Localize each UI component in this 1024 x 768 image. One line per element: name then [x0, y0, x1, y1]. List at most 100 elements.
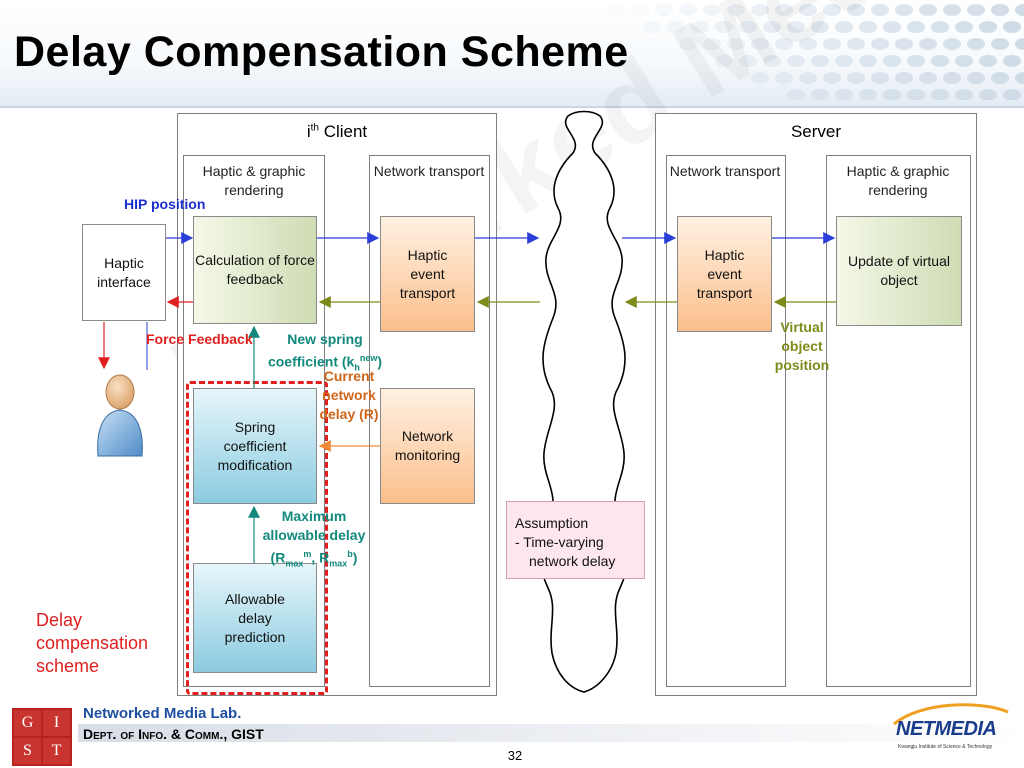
decorative-dot	[955, 55, 973, 67]
decorative-dot	[835, 89, 853, 100]
decorative-dot	[787, 21, 805, 33]
decorative-dot	[1003, 21, 1021, 33]
decorative-dot	[919, 72, 937, 84]
decorative-dot	[787, 55, 805, 67]
decorative-dot	[943, 72, 961, 84]
assumption-line2: network delay	[529, 553, 616, 569]
spring-coefficient-modification-box: Spring coefficient modification	[193, 388, 317, 504]
decorative-dot	[739, 55, 757, 67]
decorative-dot	[679, 4, 697, 16]
decorative-dot	[1015, 4, 1024, 16]
decorative-dot	[871, 4, 889, 16]
current-network-delay-label: Current network delay (R)	[319, 368, 379, 422]
haptic-interface-box: Haptic interface	[82, 224, 166, 321]
gist-logo-g: G	[14, 710, 41, 736]
decorative-dot	[907, 55, 925, 67]
decorative-dot	[751, 72, 769, 84]
decorative-dot	[703, 38, 721, 50]
decorative-dot	[979, 55, 997, 67]
decorative-dot	[631, 4, 649, 16]
decorative-dot	[907, 89, 925, 100]
assumption-title: Assumption	[515, 515, 589, 531]
decorative-dot	[823, 72, 841, 84]
decorative-dot	[859, 55, 877, 67]
decorative-dot	[943, 4, 961, 16]
netmedia-logo: NETMEDIA Kwangju Institute of Science & …	[890, 700, 1014, 760]
decorative-dot	[871, 72, 889, 84]
decorative-dot	[859, 21, 877, 33]
footer-bar	[78, 724, 1024, 742]
decorative-dots	[607, 4, 1024, 100]
footer-lab-name: Networked Media Lab.	[83, 705, 242, 722]
netmedia-logo-subtitle: Kwangju Institute of Science & Technolog…	[898, 744, 993, 750]
maximum-allowable-delay-label: Maximum allowable delay (Rmaxm, Rmaxb)	[262, 508, 366, 569]
gist-logo-s: S	[14, 738, 41, 764]
decorative-dot	[991, 72, 1009, 84]
server-rendering-title: Haptic & graphic rendering	[846, 163, 950, 198]
decorative-dot	[727, 38, 745, 50]
decorative-dot	[811, 55, 829, 67]
decorative-dot	[967, 4, 985, 16]
decorative-dot	[1003, 55, 1021, 67]
decorative-dot	[811, 89, 829, 100]
decorative-dot	[787, 89, 805, 100]
client-rendering-title: Haptic & graphic rendering	[202, 163, 306, 198]
footer-dept: Dept. of Info. & Comm., GIST	[83, 726, 264, 742]
gist-logo-i: I	[43, 710, 70, 736]
server-haptic-event-transport-box: Haptic event transport	[677, 216, 772, 332]
virtual-object-position-label: Virtual object position	[774, 319, 830, 373]
calculation-force-feedback-box: Calculation of force feedback	[193, 216, 317, 324]
update-virtual-object-box: Update of virtual object	[836, 216, 962, 326]
decorative-dot	[799, 38, 817, 50]
client-title: ith Client	[306, 122, 368, 141]
decorative-dot	[871, 38, 889, 50]
netmedia-swoosh-icon	[893, 703, 1009, 726]
decorative-dot	[607, 4, 625, 16]
decorative-dot	[967, 38, 985, 50]
decorative-dot	[859, 89, 877, 100]
netmedia-logo-text: NETMEDIA	[896, 718, 997, 740]
decorative-dot	[799, 4, 817, 16]
decorative-dot	[943, 38, 961, 50]
assumption-line1: - Time-varying	[515, 534, 604, 550]
decorative-dot	[847, 4, 865, 16]
decorative-dot	[931, 21, 949, 33]
decorative-dot	[679, 38, 697, 50]
network-monitoring-box: Network monitoring	[380, 388, 475, 504]
decorative-dot	[847, 38, 865, 50]
delay-compensation-scheme-label: Delay compensation scheme	[36, 610, 149, 676]
decorative-dot	[691, 21, 709, 33]
allowable-delay-prediction-box: Allowable delay prediction	[193, 563, 317, 673]
decorative-dot	[835, 55, 853, 67]
decorative-dot	[715, 21, 733, 33]
decorative-dot	[655, 4, 673, 16]
decorative-dot	[991, 4, 1009, 16]
decorative-dot	[919, 4, 937, 16]
decorative-dot	[763, 21, 781, 33]
decorative-dot	[979, 21, 997, 33]
decorative-dot	[991, 38, 1009, 50]
decorative-dot	[703, 4, 721, 16]
gist-logo-t: T	[43, 738, 70, 764]
decorative-dot	[799, 72, 817, 84]
decorative-dot	[895, 4, 913, 16]
decorative-dot	[763, 55, 781, 67]
decorative-dot	[775, 4, 793, 16]
decorative-dot	[907, 21, 925, 33]
decorative-dot	[751, 38, 769, 50]
delay-scheme-frame	[186, 381, 328, 695]
decorative-dot	[775, 72, 793, 84]
decorative-dot	[955, 21, 973, 33]
decorative-dot	[967, 72, 985, 84]
hip-position-label: HIP position	[124, 196, 206, 212]
decorative-dot	[955, 89, 973, 100]
decorative-dot	[919, 38, 937, 50]
title-bar: Delay Compensation Scheme	[0, 0, 1024, 108]
force-feedback-label: Force Feedback	[146, 331, 253, 347]
page-number: 32	[507, 748, 523, 763]
decorative-dot	[643, 21, 661, 33]
server-title: Server	[790, 122, 842, 141]
new-spring-coefficient-label: New spring coefficient (khnew)	[267, 331, 383, 373]
decorative-dot	[823, 4, 841, 16]
decorative-dot	[931, 89, 949, 100]
